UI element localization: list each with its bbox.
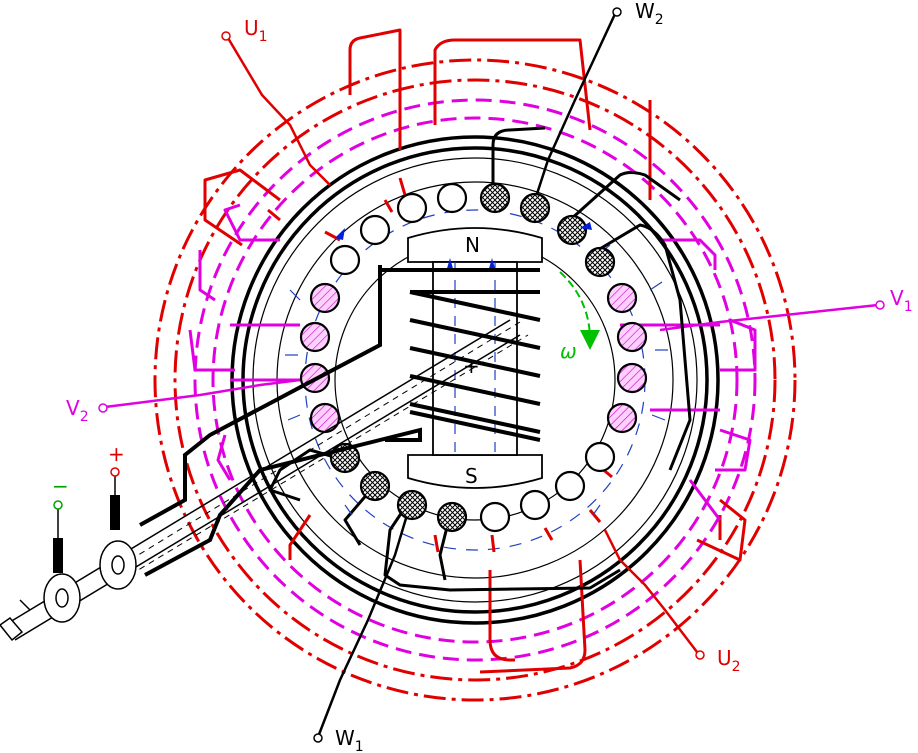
brushes <box>53 495 120 573</box>
terminal-v1-label: V1 <box>890 286 913 315</box>
north-pole-label: N <box>465 233 480 257</box>
u-phase-end-windings <box>203 28 747 674</box>
v-phase-rings <box>193 98 757 662</box>
rotor-center-plus: + <box>463 354 480 378</box>
u-phase-outer-rings <box>153 58 797 702</box>
w2-lead-wire <box>533 13 617 201</box>
slip-rings <box>0 540 137 642</box>
u2-lead-wire <box>603 529 698 653</box>
u-phase-conductors <box>329 182 616 533</box>
omega-label: ω <box>560 339 577 363</box>
w1-lead-wire <box>316 504 412 738</box>
terminal-w1-label: W1 <box>335 726 364 753</box>
field-winding <box>380 268 541 442</box>
w-phase-end-windings <box>268 126 692 592</box>
minus-terminal-label: − <box>52 474 69 498</box>
terminal-markers <box>98 7 885 743</box>
terminal-u1-label: U1 <box>244 16 268 45</box>
w-phase-conductors <box>329 182 616 533</box>
brush-terminals <box>53 467 120 538</box>
v1-lead-wire <box>659 303 879 332</box>
plus-terminal-label: + <box>108 442 125 466</box>
v-phase-end-windings <box>188 203 757 521</box>
u1-lead-wire <box>226 37 331 186</box>
v2-lead-wire <box>104 378 301 409</box>
terminal-w2-label: W2 <box>635 0 664 28</box>
rotation-arrow <box>559 271 600 350</box>
rotor-pole-north: N <box>407 227 543 263</box>
u-phase-slot-leads <box>267 177 613 553</box>
shaft-centerline <box>129 321 529 576</box>
terminal-v2-label: V2 <box>66 396 89 425</box>
rotor-pole-south: S <box>407 454 543 489</box>
terminal-u2-label: U2 <box>717 646 741 675</box>
south-pole-label: S <box>465 464 478 488</box>
field-supply-leads <box>139 265 422 577</box>
